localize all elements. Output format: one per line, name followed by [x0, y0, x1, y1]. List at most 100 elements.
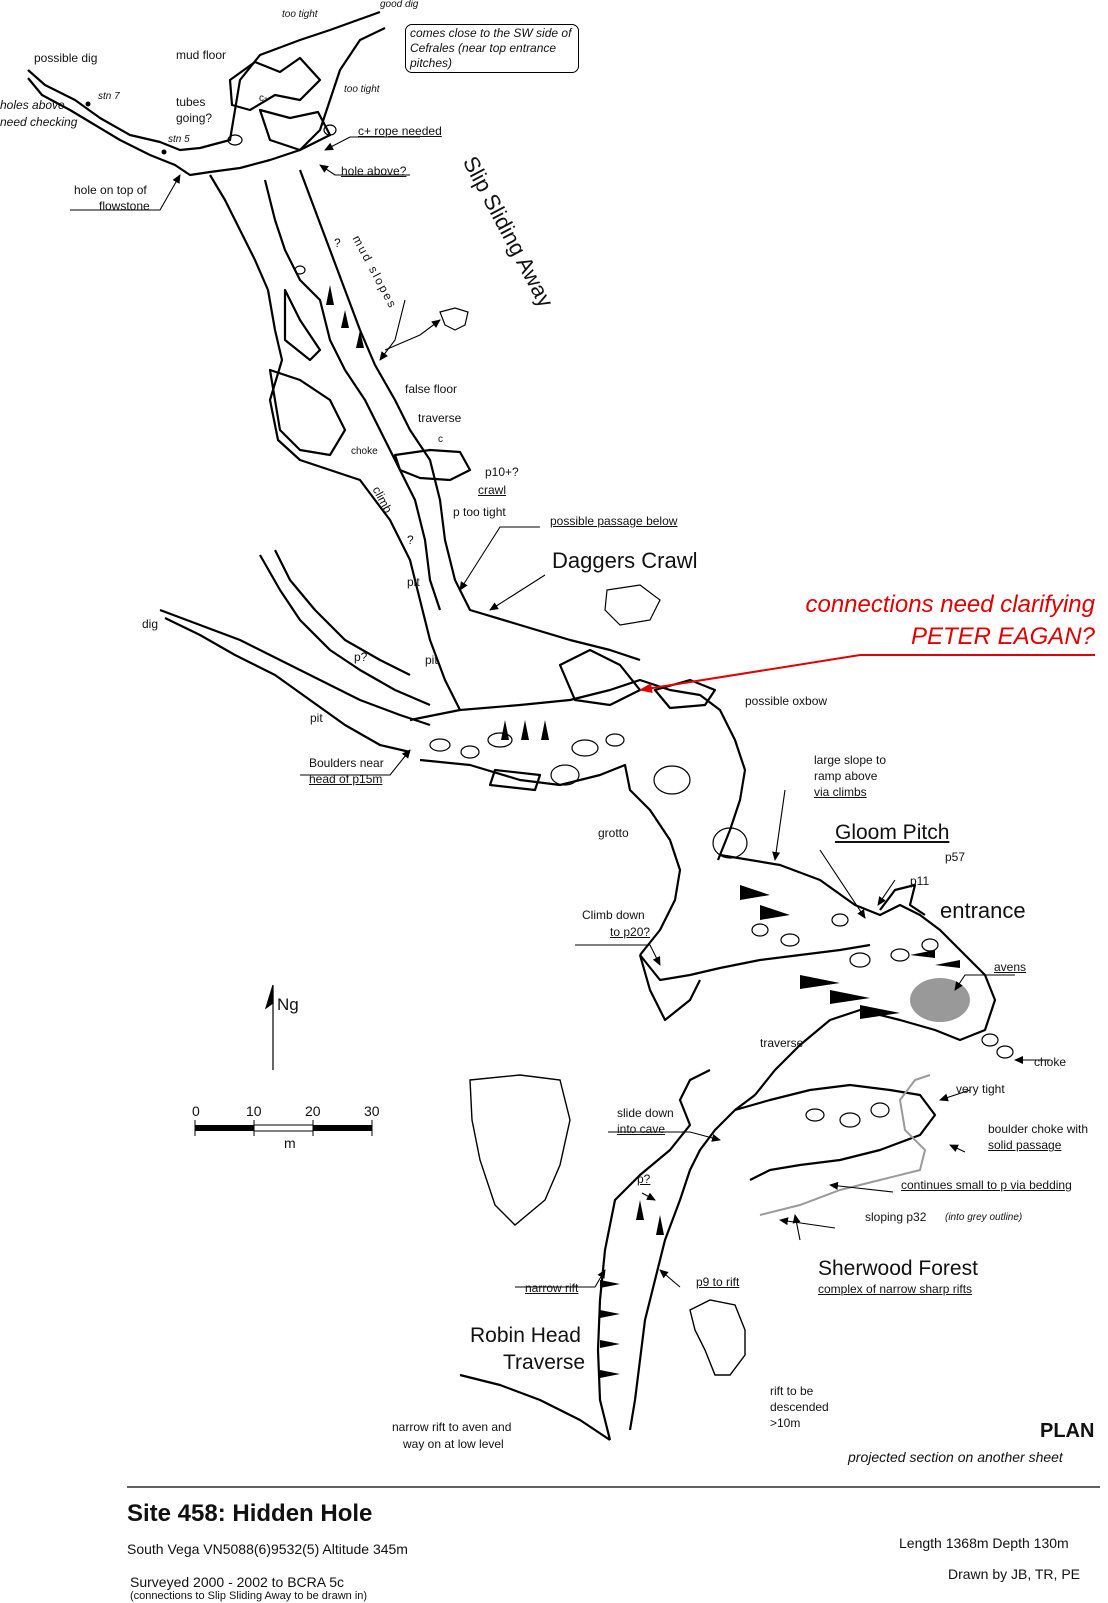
label-large-slope: large slope to — [814, 753, 887, 767]
label-p9-to-rift: p9 to rift — [696, 1275, 740, 1289]
label-going: going? — [176, 111, 213, 125]
label-possible-dig: possible dig — [34, 51, 98, 65]
label-traverse-1: traverse — [418, 411, 462, 425]
red-connection-arrow — [639, 654, 1095, 694]
label-sherwood-sub: complex of narrow sharp rifts — [818, 1282, 973, 1296]
label-avens: avens — [994, 960, 1027, 974]
label-p-q: p? — [354, 650, 368, 664]
passage-side-loops — [268, 288, 472, 482]
scale-bar — [194, 1120, 373, 1136]
fragment-daggers-top — [604, 584, 661, 626]
stats-info: Length 1368m Depth 130m — [899, 1535, 1069, 1551]
label-traverse-robin: Traverse — [503, 1351, 586, 1374]
label-dig: dig — [142, 617, 159, 631]
label-sloping-p32: sloping p32 — [865, 1210, 927, 1224]
label-via-climbs: via climbs — [814, 785, 867, 799]
passage-trunk-east — [298, 169, 641, 662]
passage-dig-west — [159, 608, 431, 754]
label-tubes: tubes — [176, 95, 206, 109]
entrance-shaft — [879, 883, 926, 916]
surveyed-info: Surveyed 2000 - 2002 to BCRA 5c — [130, 1574, 345, 1590]
label-narrow-rift: narrow rift — [525, 1281, 579, 1295]
passage-traverse-south — [596, 1069, 756, 1441]
label-slide-down: slide down — [617, 1106, 674, 1120]
chamber-boulder-lower — [488, 768, 542, 792]
label-climb-down: Climb down — [582, 908, 645, 922]
label-to-p20: to p20? — [610, 925, 651, 939]
label-into-cave: into cave — [617, 1122, 666, 1136]
label-grotto: grotto — [598, 826, 629, 840]
scale-unit: m — [284, 1135, 296, 1151]
station-7 — [85, 101, 91, 107]
label-hole-above: hole above? — [341, 164, 407, 178]
label-p-q2: p? — [637, 1172, 651, 1186]
location-info: South Vega VN5088(6)9532(5) Altitude 345… — [127, 1541, 408, 1557]
label-boulders-near: Boulders near — [309, 756, 384, 770]
label-c-small: c — [438, 434, 443, 445]
label-way-on-low: way on at low level — [403, 1437, 504, 1451]
label-false-floor: false floor — [405, 382, 458, 396]
climb-down-arm — [638, 954, 701, 1022]
fragment-top-sketch — [439, 307, 469, 331]
label-daggers-crawl: Daggers Crawl — [552, 548, 698, 573]
label-boulder-choke: boulder choke with — [988, 1122, 1089, 1136]
label-ramp-above: ramp above — [814, 769, 878, 783]
passage-pit-west — [259, 549, 431, 707]
cave-passage-outlines — [27, 10, 997, 1441]
label-crawl: crawl — [478, 483, 507, 497]
plan-heading: PLAN — [1040, 1420, 1095, 1442]
label-c-plus-rope: c+ rope needed — [358, 124, 442, 138]
slope-hachures — [326, 285, 960, 1378]
boulders — [227, 124, 1014, 1128]
label-into-grey: (into grey outline) — [945, 1212, 1023, 1223]
passage-sherwood — [734, 1083, 937, 1181]
label-too-tight-2: too tight — [344, 84, 380, 95]
label-mud-floor: mud floor — [176, 48, 227, 62]
label-possible-oxbow: possible oxbow — [745, 694, 828, 708]
passage-trunk-middle — [263, 179, 442, 611]
label-solid-passage: solid passage — [988, 1138, 1062, 1152]
red-note-line-1: connections need clarifying — [805, 591, 1095, 618]
label-stn7: stn 7 — [98, 91, 120, 102]
scale-tick-0: 0 — [192, 1103, 200, 1119]
drawn-by-info: Drawn by JB, TR, PE — [948, 1566, 1081, 1582]
fragment-south-west-boulder — [469, 1074, 571, 1226]
north-arrow — [264, 984, 274, 1070]
scale-tick-10: 10 — [246, 1103, 262, 1119]
label-flowstone: flowstone — [99, 199, 150, 213]
label-entrance: entrance — [940, 898, 1026, 923]
avens-area — [910, 978, 970, 1022]
label-choke-2: choke — [1034, 1055, 1067, 1069]
passage-nw-upper — [27, 10, 386, 177]
chamber-central — [409, 678, 747, 956]
station-5 — [161, 149, 167, 155]
label-10m: >10m — [770, 1416, 801, 1430]
fragment-rift-descend — [689, 1299, 746, 1376]
leader-lines — [70, 136, 1050, 1288]
grey-outline-sherwood — [759, 1074, 931, 1216]
label-holes-above: holes above — [0, 98, 65, 112]
plan-note: projected section on another sheet — [848, 1449, 1063, 1465]
gloom-lower-edge — [639, 943, 871, 982]
label-p11: p11 — [910, 874, 930, 888]
label-need-checking: need checking — [0, 115, 78, 129]
label-continues: continues small to p via bedding — [901, 1178, 1072, 1192]
gloom-slope — [719, 853, 997, 1096]
label-hole-on-top: hole on top of — [74, 183, 147, 197]
label-very-tight: very tight — [956, 1082, 1005, 1096]
label-pit-1: pit — [407, 575, 420, 589]
label-c-minus: c- — [259, 93, 268, 104]
label-p10: p10+? — [485, 465, 519, 479]
label-stn5: stn 5 — [168, 134, 190, 145]
label-q2: ? — [407, 533, 414, 547]
scale-tick-30: 30 — [364, 1103, 380, 1119]
label-p57: p57 — [945, 850, 966, 864]
label-q1: ? — [334, 236, 341, 250]
label-head-p15: head of p15m — [309, 772, 383, 786]
label-robin-head: Robin Head — [470, 1324, 581, 1347]
label-pit-3: pit — [310, 711, 323, 725]
label-gloom-pitch: Gloom Pitch — [835, 821, 950, 844]
label-p-too-tight: p too tight — [453, 505, 506, 519]
label-rift-to-be: rift to be — [770, 1384, 814, 1398]
